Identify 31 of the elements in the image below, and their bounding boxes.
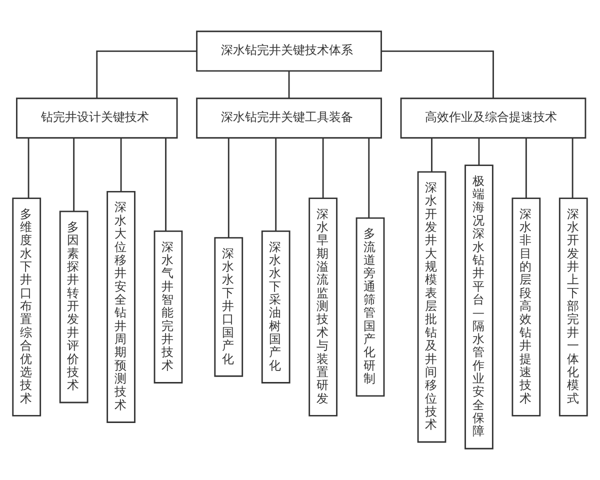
connector [275, 138, 277, 232]
connector [431, 138, 432, 172]
connector [572, 138, 574, 198]
node-box: 极端海况深水钻井平台—隔水管作业安全保障 [464, 164, 494, 450]
connector [165, 138, 166, 232]
connector [322, 138, 324, 198]
node-box: 深水气井智能完井技术 [154, 230, 183, 384]
connector [28, 138, 30, 198]
connector [478, 138, 480, 166]
node-box: 多因素探井转开发井评价技术 [59, 210, 88, 404]
node-box: 深水开发井大规模表层批钻及井间移位技术 [417, 171, 446, 443]
node-box: 深水早期溢流监测技术与装置研发 [308, 198, 338, 416]
node-box: 深水大位移井安全钻井周期预测技术 [106, 190, 136, 423]
node-box: 深水钻完井关键技术体系 [196, 30, 382, 72]
connector [96, 50, 197, 98]
node-box: 高效作业及综合提速技术 [400, 98, 586, 139]
connector [525, 138, 527, 198]
connector [120, 138, 122, 192]
node-box: 多维度水下井口布置综合优选技术 [12, 198, 42, 416]
node-box: 深水水下采油树国产化 [261, 230, 290, 384]
connector [368, 138, 370, 218]
node-box: 深水钻完井关键工具装备 [196, 98, 382, 139]
connector [288, 71, 290, 98]
connector [228, 138, 230, 238]
connector [381, 50, 494, 98]
node-box: 钻完井设计关键技术 [16, 98, 178, 139]
connector [73, 138, 75, 212]
node-box: 深水非目的层段高效钻井提速技术 [512, 198, 541, 416]
node-box: 深水水下井口国产化 [214, 237, 244, 377]
node-box: 多流道旁通筛管国产化研制 [356, 217, 385, 397]
node-box: 深水开发井上下部完井一体化模式 [558, 198, 588, 416]
